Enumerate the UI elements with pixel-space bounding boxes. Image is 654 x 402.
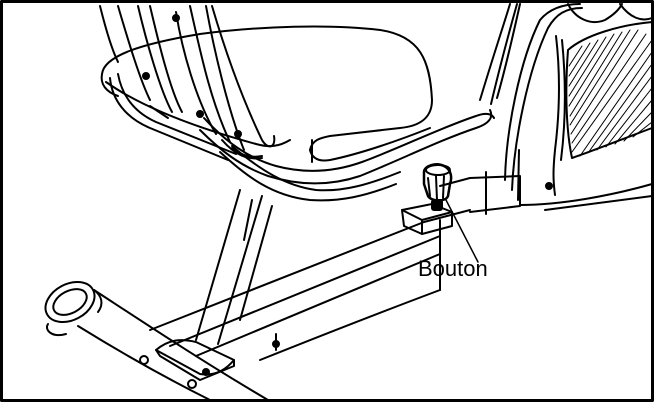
knob-bracket (401, 203, 453, 235)
rear-stabilizer (44, 280, 269, 401)
callout-label-knob: Bouton (418, 256, 488, 281)
knob (422, 163, 453, 211)
seat-cushion (100, 25, 433, 163)
post-foot-plate (155, 339, 235, 381)
seat-rails (109, 73, 495, 202)
console-housing (479, 3, 653, 211)
callout-leader-line (445, 199, 479, 263)
seat-post (195, 189, 273, 345)
vent-grille (565, 21, 653, 159)
frame-beam (149, 171, 521, 361)
seat-back (99, 5, 276, 151)
